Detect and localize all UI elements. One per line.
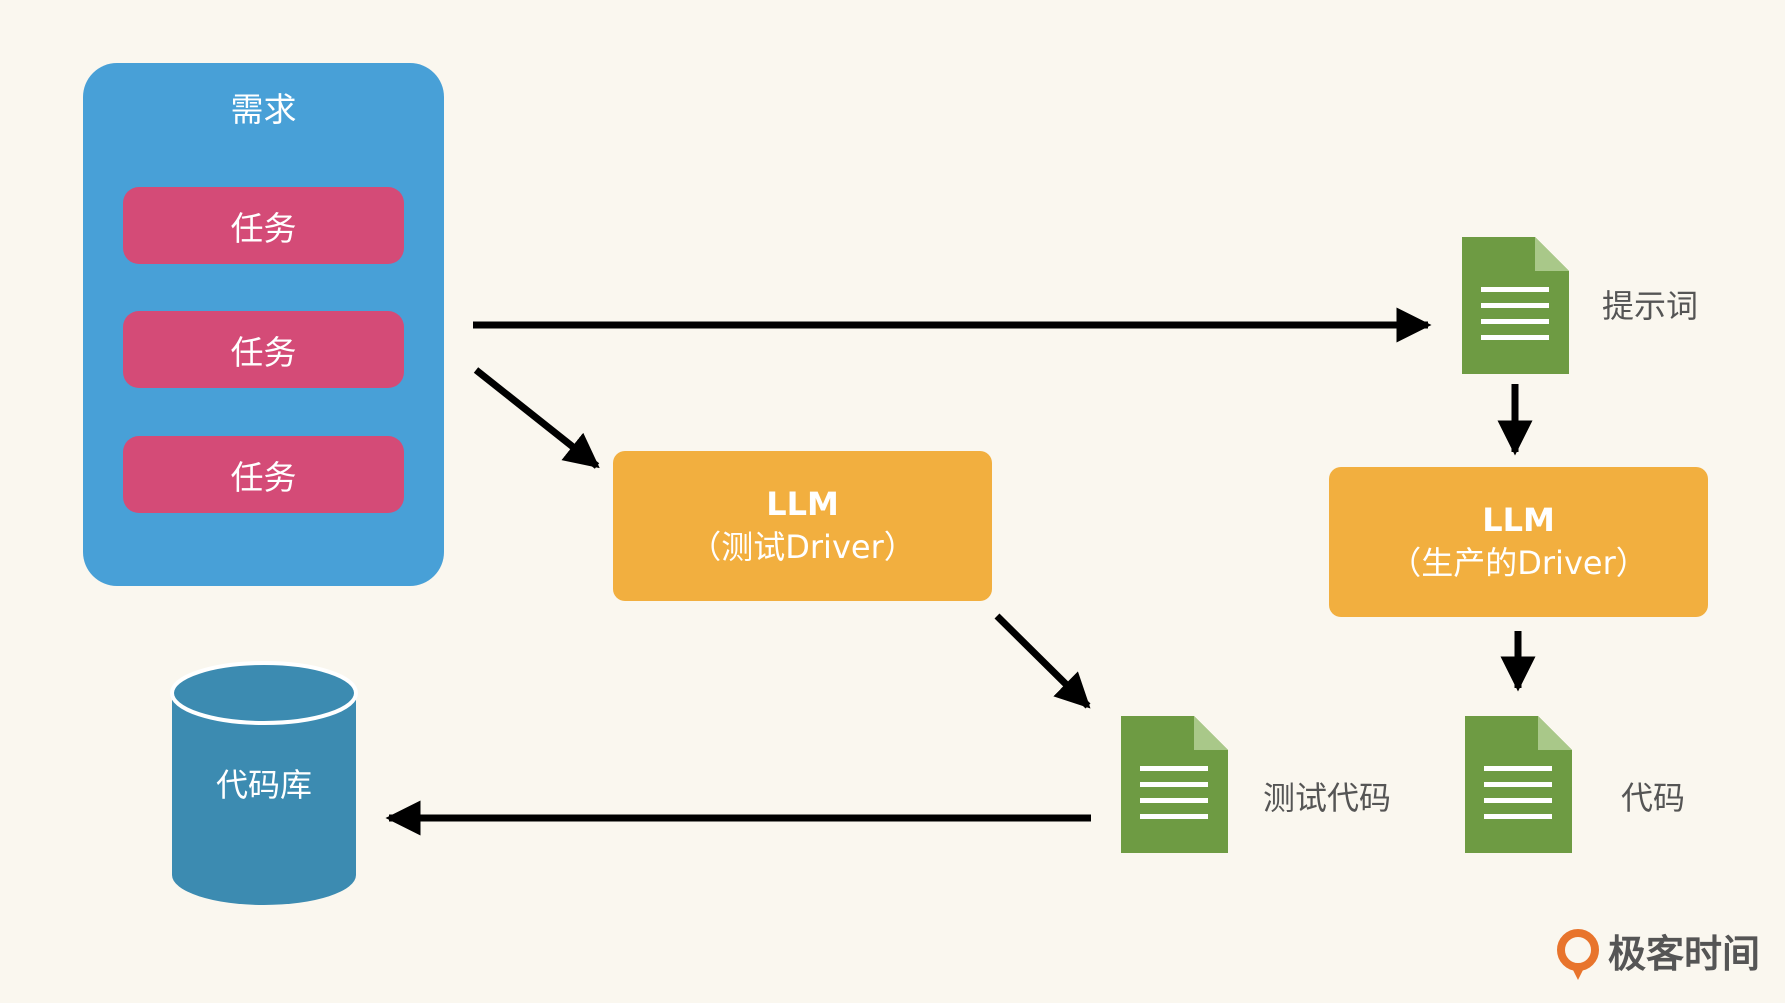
brand-logo-icon [1557,929,1599,980]
task-box-3: 任务 [123,436,404,513]
brand-name: 极客时间 [1608,932,1761,976]
test-code-document-icon [1121,716,1228,853]
arrow-requirement-to-llm-test [473,367,600,469]
llm-test-driver-box: LLM （测试Driver） [613,451,992,601]
llm-production-driver-title: LLM [1482,501,1555,539]
prompt-label: 提示词 [1602,287,1699,325]
code-document-icon [1465,716,1572,853]
task-box-2: 任务 [123,311,404,388]
test-code-label: 测试代码 [1263,779,1392,817]
repository-label: 代码库 [215,766,312,804]
llm-test-driver-subtitle: （测试Driver） [689,528,916,566]
prompt-document-icon [1462,237,1569,374]
llm-production-driver-box: LLM （生产的Driver） [1329,467,1708,617]
llm-test-driver-title: LLM [766,485,839,523]
llm-production-driver-subtitle: （生产的Driver） [1389,544,1648,582]
task-box-1: 任务 [123,187,404,264]
requirement-title: 需求 [230,90,297,129]
code-label: 代码 [1621,779,1686,817]
arrow-llm-test-to-test-code [994,613,1091,709]
code-repository-cylinder [170,661,358,905]
